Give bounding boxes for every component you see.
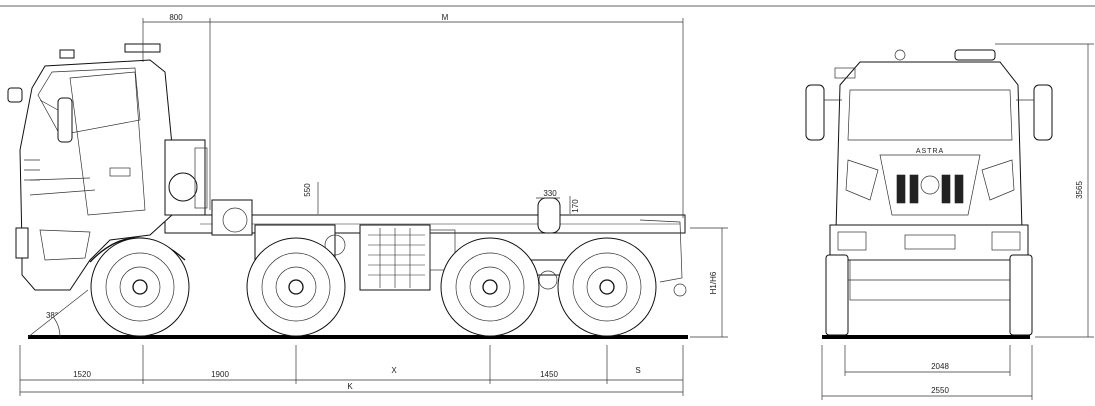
front-view: ASTRA 3565 2048 2550 xyxy=(805,43,1094,400)
axle-3-wheel xyxy=(440,237,540,337)
dim-front-overhang: 1520 xyxy=(73,370,91,379)
dim-rear-overhang: S xyxy=(635,366,640,375)
grille-brand-text: ASTRA xyxy=(916,148,944,155)
dim-bogie-height: 170 xyxy=(571,199,580,213)
side-dimension-lines xyxy=(19,18,728,396)
dim-rear-axle-spacing: 1450 xyxy=(540,370,558,379)
dim-first-axle-spacing: 1900 xyxy=(211,370,229,379)
dim-frame-height-step: 550 xyxy=(303,183,312,197)
front-bumper xyxy=(829,224,1029,261)
dim-total-wheelbase: K xyxy=(347,382,353,391)
dim-bogie-spread: 330 xyxy=(543,189,557,198)
left-mirror xyxy=(805,84,825,141)
axle-1-wheel xyxy=(90,237,190,337)
dim-overall-width: 2550 xyxy=(931,386,949,395)
grille xyxy=(879,154,981,216)
axle-4-wheel xyxy=(557,237,657,337)
right-mirror xyxy=(1033,84,1053,141)
cab-side xyxy=(7,43,208,291)
dim-cab-offset: 800 xyxy=(169,13,183,22)
axle-2-wheel xyxy=(246,237,346,337)
dim-overall-length: M xyxy=(442,13,449,22)
dim-approach-angle: 38° xyxy=(46,311,58,320)
front-left-tire xyxy=(825,254,849,336)
side-view: 800 M 550 330 170 H1/H6 38° 1520 1900 X … xyxy=(7,13,728,396)
dim-track-width: 2048 xyxy=(931,362,949,371)
bogie-bracket xyxy=(537,197,561,234)
dim-frame-height: H1/H6 xyxy=(709,271,718,294)
plate xyxy=(904,234,956,250)
dim-wheelbase: X xyxy=(391,366,397,375)
cab-front xyxy=(835,61,1023,231)
dim-overall-height: 3565 xyxy=(1075,181,1084,199)
front-right-tire xyxy=(1009,254,1033,336)
